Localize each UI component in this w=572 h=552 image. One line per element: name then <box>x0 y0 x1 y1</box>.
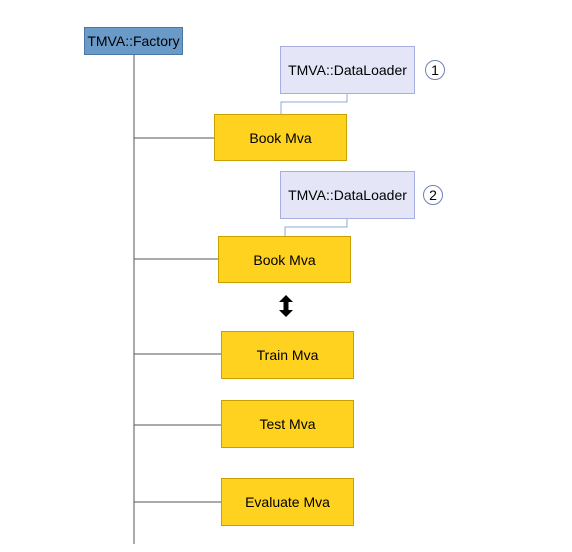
double-headed-vertical-arrow-icon <box>279 295 293 317</box>
step-number-badge-1: 1 <box>425 60 445 80</box>
book-mva-node-2: Book Mva <box>218 236 351 283</box>
dataloader-node-1: TMVA::DataLoader <box>280 46 415 94</box>
evaluate-mva-label: Evaluate Mva <box>245 494 330 510</box>
train-mva-label: Train Mva <box>256 347 319 363</box>
factory-label: TMVA::Factory <box>87 33 180 49</box>
dataloader-node-2: TMVA::DataLoader <box>280 171 415 219</box>
train-mva-node: Train Mva <box>221 331 354 379</box>
book-mva-2-label: Book Mva <box>253 251 316 268</box>
step-number-badge-2: 2 <box>423 185 443 205</box>
test-mva-node: Test Mva <box>221 400 354 448</box>
dataloader-2-label: TMVA::DataLoader <box>288 187 407 203</box>
step-number-1: 1 <box>431 62 439 78</box>
evaluate-mva-node: Evaluate Mva <box>221 478 354 526</box>
book-mva-1-label: Book Mva <box>249 129 312 146</box>
loader2-connector <box>284 219 348 236</box>
book-mva-node-1: Book Mva <box>214 114 347 161</box>
step-number-2: 2 <box>429 187 437 203</box>
loader1-connector <box>280 94 348 114</box>
test-mva-label: Test Mva <box>259 416 316 432</box>
factory-node: TMVA::Factory <box>84 27 183 55</box>
dataloader-1-label: TMVA::DataLoader <box>288 62 407 78</box>
